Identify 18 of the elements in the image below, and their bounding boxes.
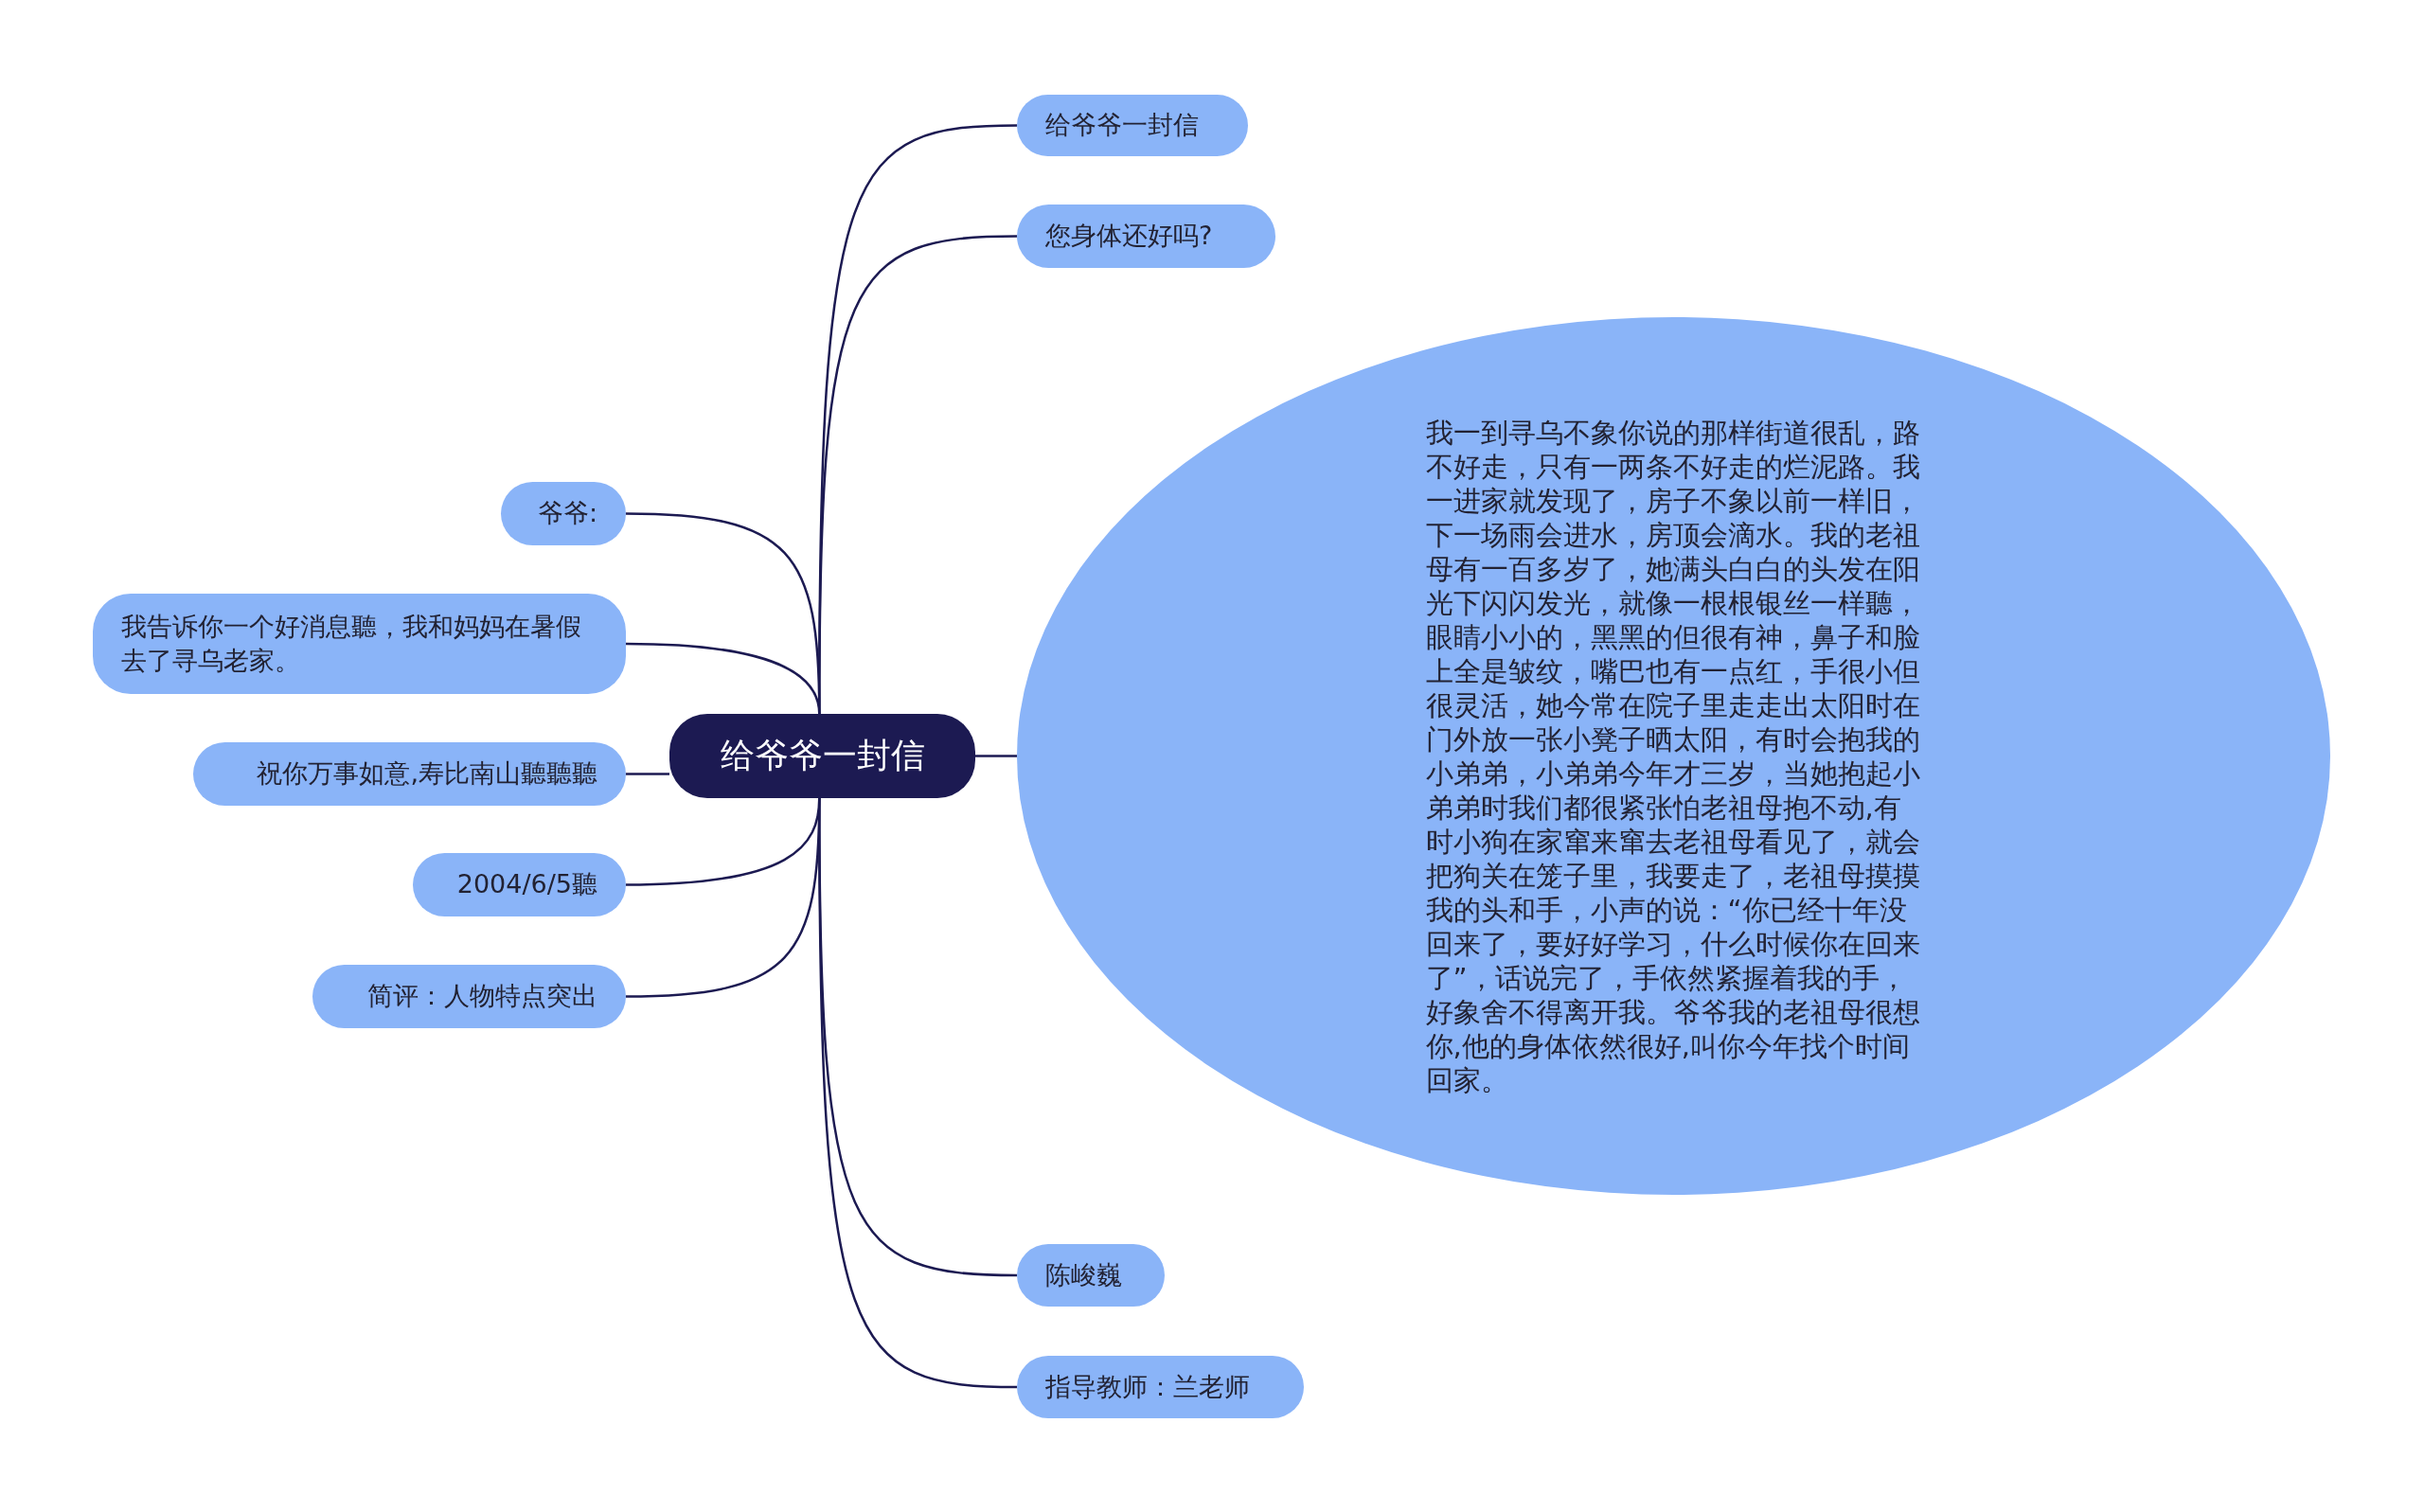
connector-line: [625, 512, 821, 715]
topic-label: 爷爷:: [537, 497, 597, 530]
topic-label: 指导教师：兰老师: [1045, 1370, 1250, 1403]
connector-line: [626, 773, 669, 775]
connector-line: [625, 642, 821, 715]
topic-label: 2004/6/5聽: [456, 868, 597, 901]
body-text: 我一到寻乌不象你说的那样街道很乱，路不好走，只有一两条不好走的烂泥路。我一进家就发现了，房子不象以前一样旧，下一场雨会进水，房顶会滴水。我的老祖母有一百多岁了，她满头白白的头发在阳光下闪闪发光，就像一根根银丝一样聽，眼睛小小的，黑黑的但很有神，鼻子和脸上全是皱纹，嘴巴也有一点红，手很小但很灵活，她今常在院子里走走出太阳时在门外放一张小凳子晒太阳，有时会抱我的小弟弟，小弟弟今年才三岁，当她抱起小弟弟时我们都很紧张怕老祖母抱不动,有时小狗在家窜来窜去老祖母看见了，就会把狗关在笼子里，我要走了，老祖母摸摸我的头和手，小声的说：“你已经十年没回来了，要好好学习，什么时候你在回来了”，话说完了，手依然紧握着我的手，好象舍不得离开我。爷爷我的老祖母很想你,他的身体依然很好,叫你今年找个时间回家。: [1425, 415, 1921, 1097]
topic-label: 陈峻巍: [1045, 1258, 1122, 1291]
topic-label: 给爷爷一封信: [720, 735, 925, 777]
topic-label: 我告诉你一个好消息聽，我和妈妈在暑假去了寻乌老家。: [121, 610, 582, 677]
topic-label: 给爷爷一封信: [1045, 109, 1199, 142]
topic-label: 祝你万事如意,寿比南山聽聽聽: [257, 757, 597, 791]
topic-label: 您身体还好吗?: [1045, 220, 1213, 253]
topic-label: 简评：人物特点突出: [367, 980, 597, 1013]
connector-line: [975, 755, 1017, 757]
connector-line: [818, 235, 1018, 714]
connector-line: [818, 798, 1018, 1389]
topic-pill: [93, 594, 626, 694]
